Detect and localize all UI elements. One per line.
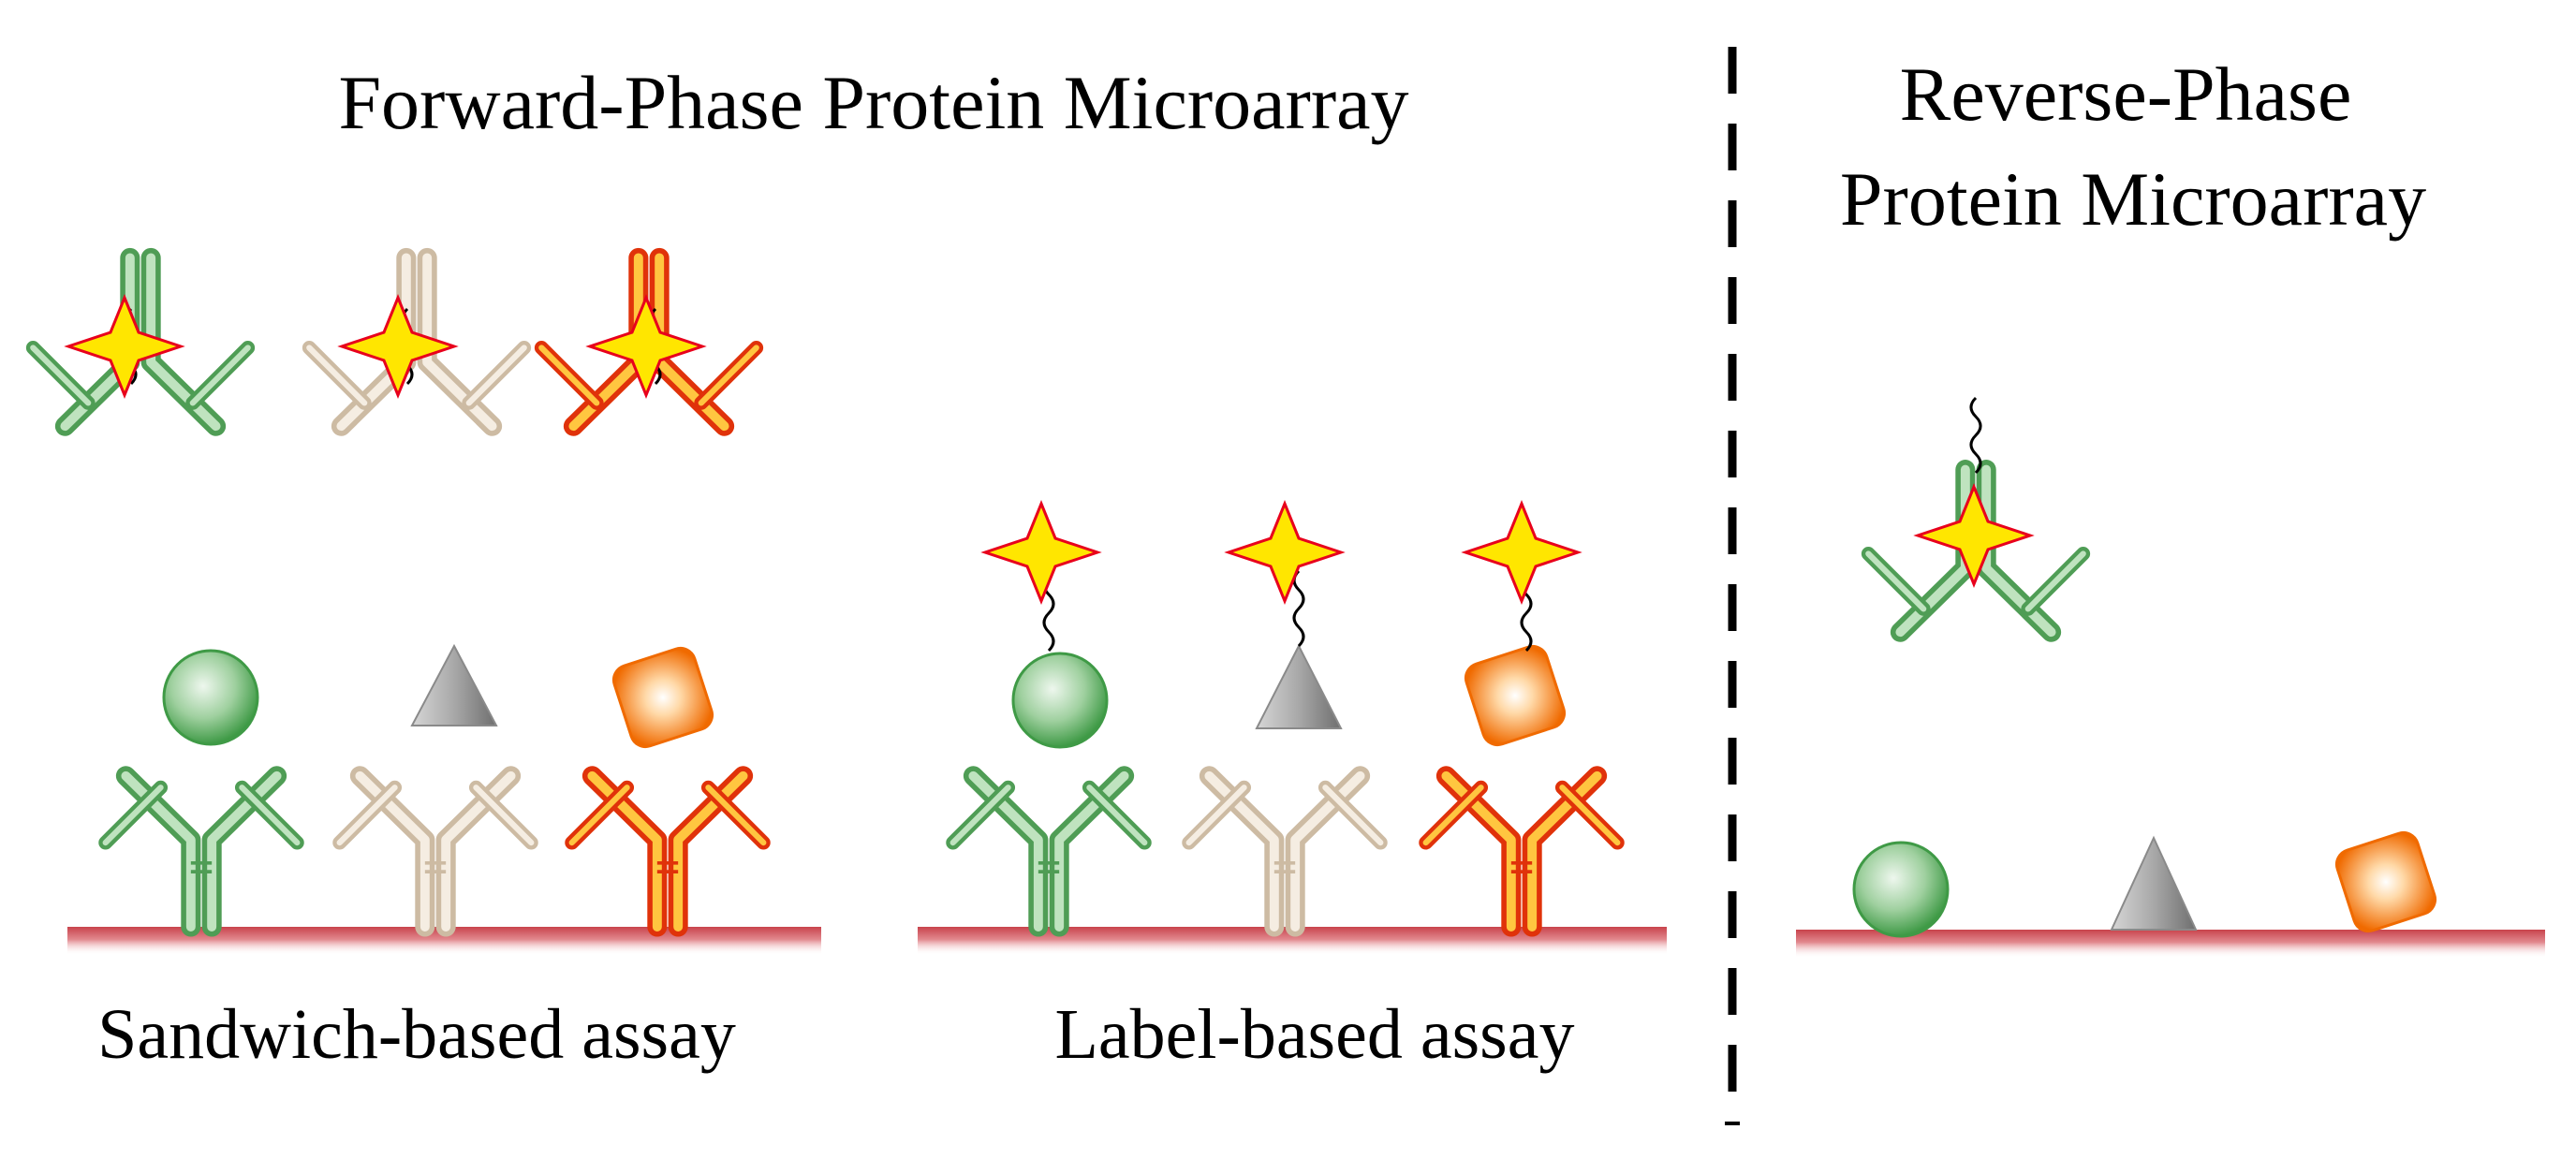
fluorophore-star (980, 500, 1102, 605)
protein-sphere (1852, 841, 1950, 938)
forward-phase-title: Forward-Phase Protein Microarray (338, 60, 1408, 145)
detection-antibody-green (1861, 460, 2091, 642)
protein-sphere (1011, 652, 1109, 749)
fluorophore-star (1224, 500, 1346, 605)
capture-antibody-beige (332, 766, 538, 937)
protein-triangle (1255, 643, 1343, 729)
reverse-phase-title-line1: Reverse-Phase (1900, 51, 2352, 137)
reverse-surface (1796, 930, 2545, 958)
protein-triangle (2110, 835, 2198, 931)
protein-cube (611, 646, 714, 749)
detection-antibody-beige (302, 247, 532, 436)
label-based-assay-label: Label-based assay (1055, 995, 1575, 1074)
protein-cube (1464, 644, 1567, 747)
protein-triangle (410, 643, 498, 726)
capture-antibody-orange (1419, 766, 1625, 937)
fluorophore-star (64, 294, 185, 399)
capture-antibody-orange (565, 766, 771, 937)
capture-antibody-green (98, 766, 304, 937)
reverse-phase-title-line2: Protein Microarray (1840, 156, 2426, 242)
fluorophore-star (1913, 483, 2035, 588)
fluorophore-star (585, 294, 707, 399)
fluorophore-star (1461, 500, 1582, 605)
protein-cube (2334, 830, 2437, 933)
capture-antibody-green (946, 766, 1152, 937)
sandwich-assay-label: Sandwich-based assay (97, 995, 736, 1074)
capture-antibody-beige (1182, 766, 1388, 937)
protein-sphere (162, 649, 259, 746)
linker-wire (1292, 569, 1305, 648)
fluorophore-star (337, 294, 459, 399)
linker-wire (1969, 396, 1982, 475)
